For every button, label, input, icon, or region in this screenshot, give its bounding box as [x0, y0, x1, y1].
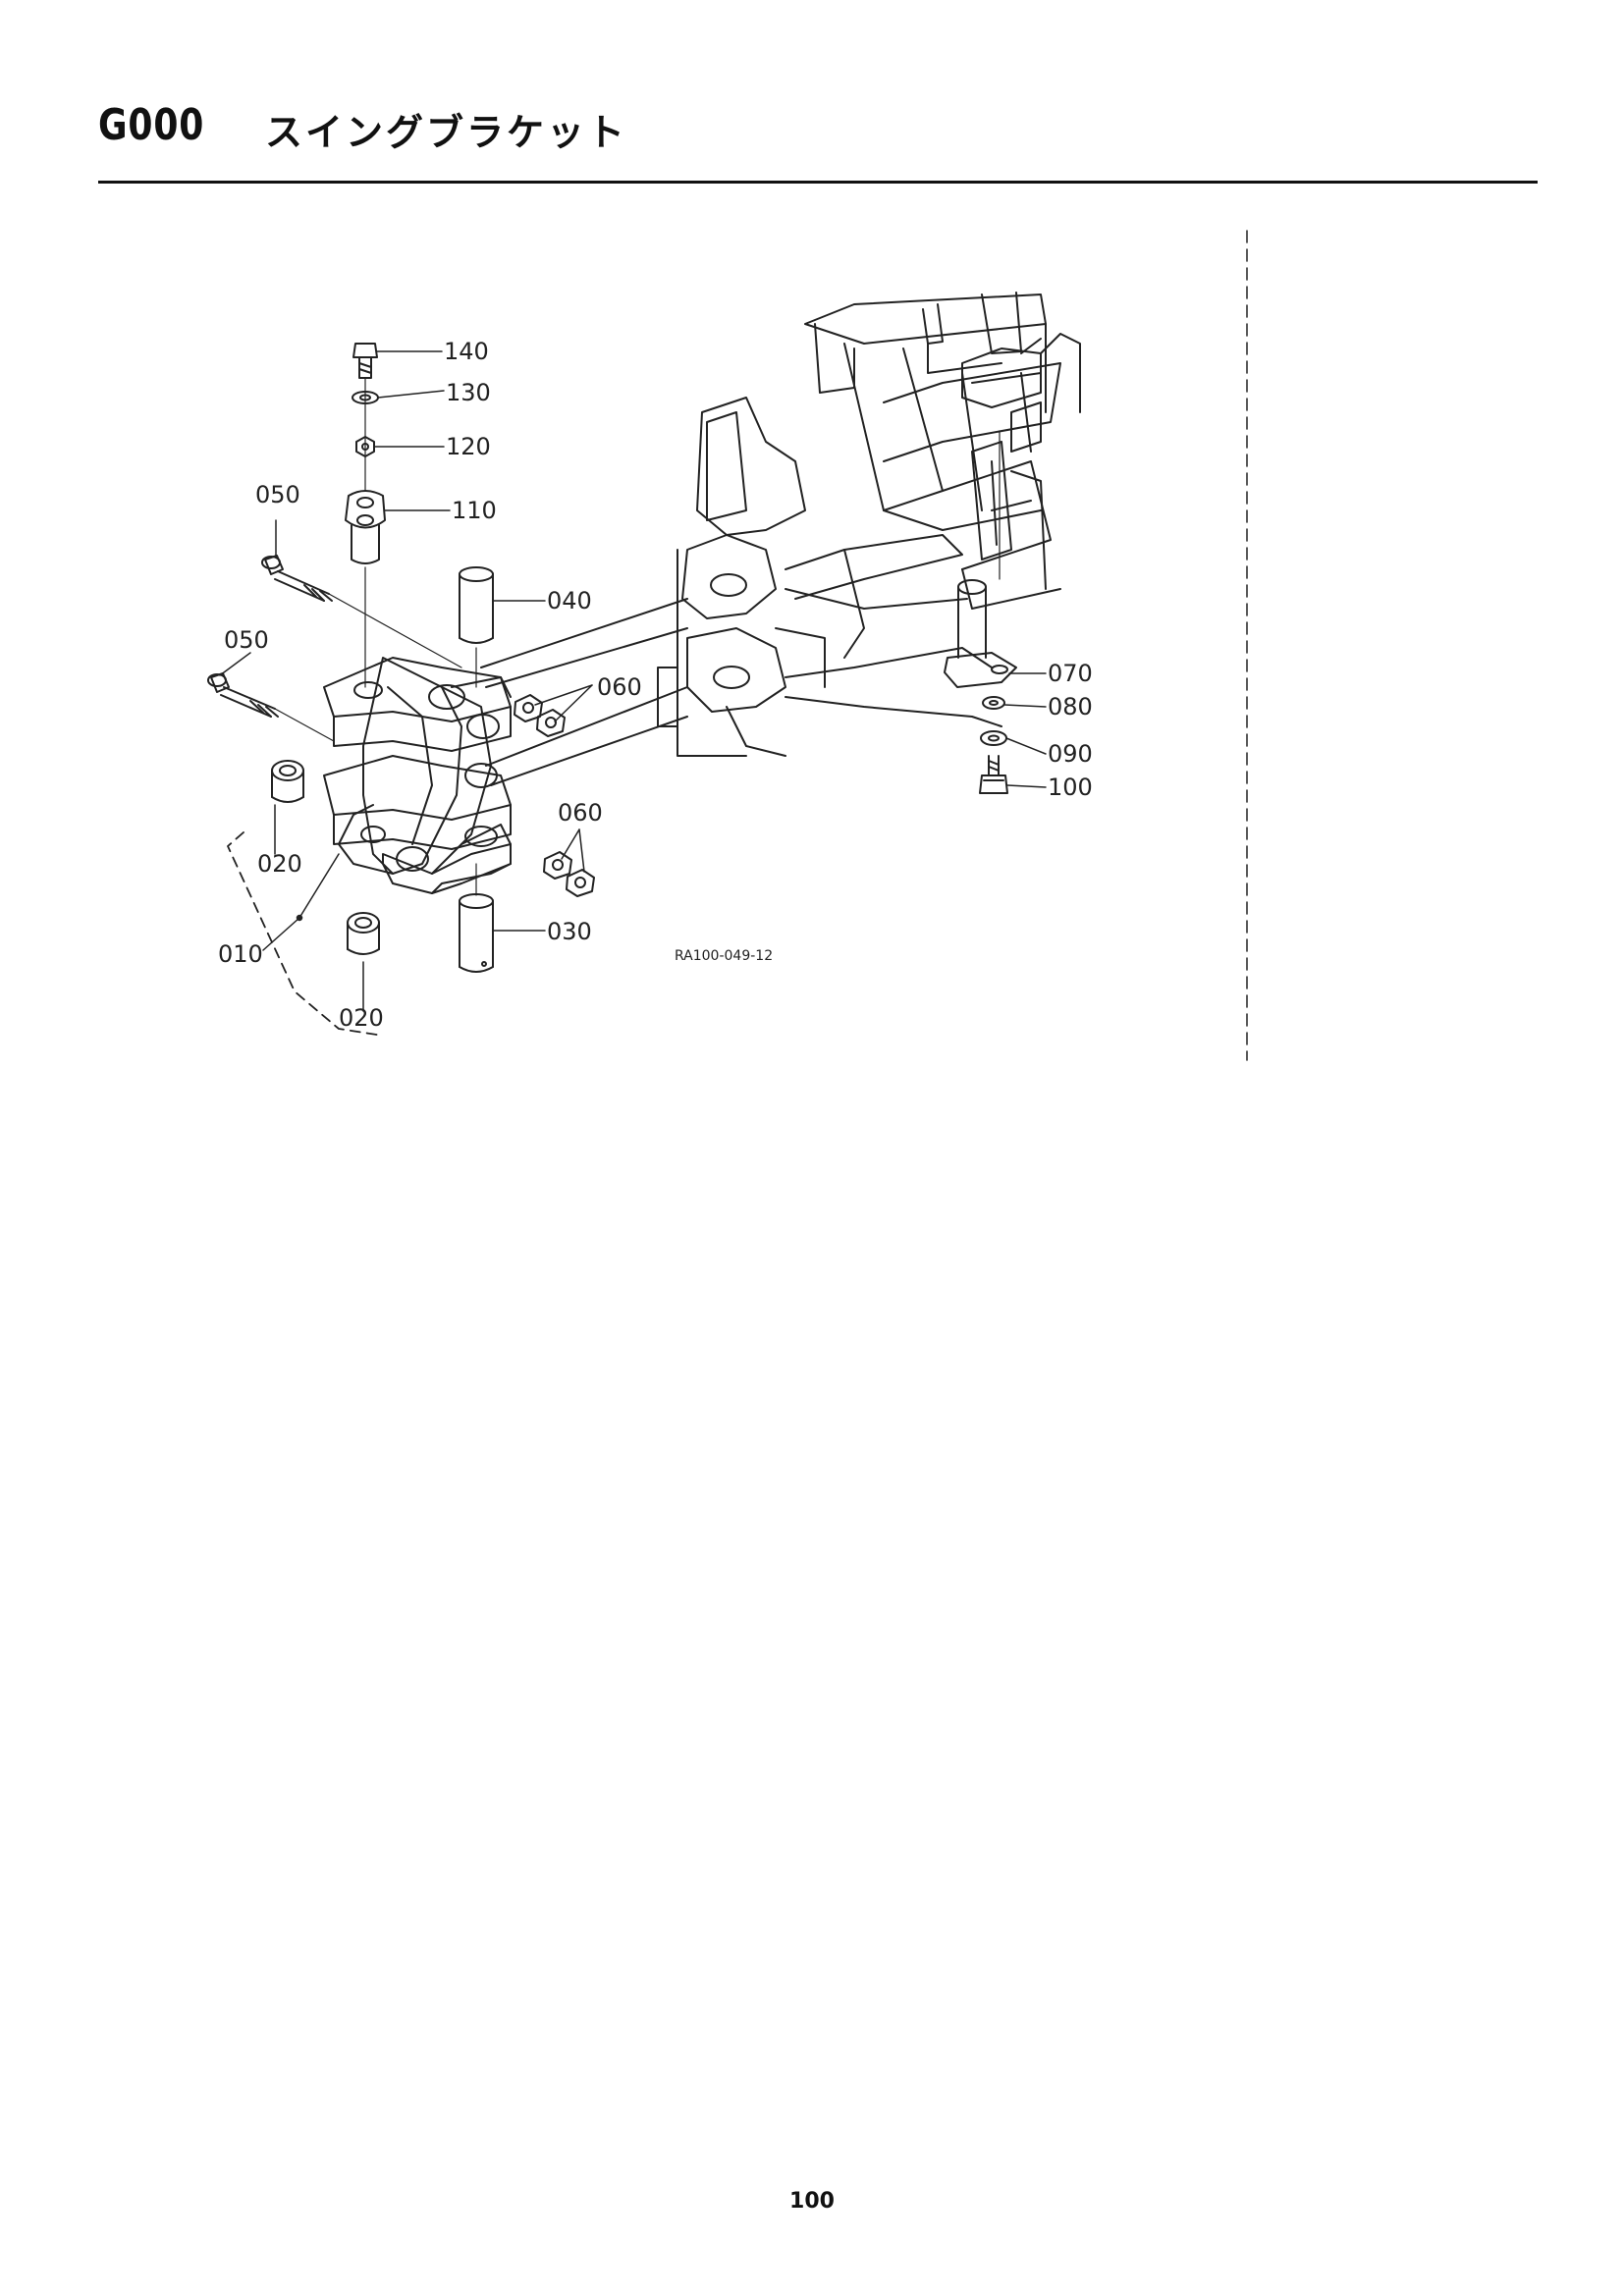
- lockwasher-090: [980, 730, 1007, 746]
- bolt-050-upper: [261, 555, 462, 668]
- callout-060-lower: 060: [558, 799, 603, 827]
- dashed-group-line: [227, 831, 384, 1037]
- callout-040: 040: [547, 587, 592, 614]
- callout-labels: 140 130 120 110 050 040 050 060 060 020 …: [218, 338, 1093, 1032]
- header-rule: [98, 181, 1538, 184]
- exploded-parts-diagram: 140 130 120 110 050 040 050 060 060 020 …: [0, 0, 1624, 1080]
- pin-070: [944, 431, 1017, 688]
- callout-020-upper: 020: [257, 850, 302, 878]
- callout-090: 090: [1048, 740, 1093, 768]
- bolt-140: [352, 343, 378, 379]
- swing-bracket-010: [323, 657, 512, 894]
- bolt-100: [979, 755, 1008, 794]
- callout-010: 010: [218, 940, 263, 968]
- nuts-060-upper: [514, 694, 566, 737]
- section-code: G000: [98, 100, 205, 150]
- bushing-020-lower: [347, 912, 380, 955]
- callout-120: 120: [446, 433, 491, 460]
- bracket-110: [345, 377, 386, 688]
- section-title: スイングブラケット: [265, 111, 628, 154]
- callout-050-upper: 050: [255, 481, 300, 508]
- page-number: 100: [789, 2189, 835, 2214]
- parts-drawing: 140 130 120 110 050 040 050 060 060 020 …: [207, 230, 1248, 1061]
- callout-130: 130: [446, 379, 491, 406]
- callout-070: 070: [1048, 660, 1093, 687]
- callout-080: 080: [1048, 693, 1093, 721]
- leader-lines: [219, 350, 1047, 1012]
- callout-100: 100: [1048, 774, 1093, 801]
- callout-050-lower: 050: [224, 626, 269, 654]
- right-hanger-bracket: [961, 347, 1047, 590]
- link-rods: [480, 598, 688, 786]
- bushing-020-upper: [271, 760, 304, 803]
- boom-arms: [657, 397, 1002, 757]
- nuts-060-lower: [543, 851, 595, 897]
- pin-040: [459, 566, 494, 688]
- pin-030: [459, 863, 494, 973]
- callout-060-upper: 060: [597, 673, 642, 701]
- drawing-reference-code: RA100-049-12: [675, 948, 773, 964]
- bolt-050-lower: [207, 672, 335, 742]
- page-header: G000 スイングブラケット: [98, 98, 1538, 187]
- callout-020-lower: 020: [339, 1004, 384, 1032]
- washer-080: [982, 696, 1005, 710]
- callout-030: 030: [547, 918, 592, 945]
- callout-140: 140: [444, 338, 489, 365]
- callout-110: 110: [452, 497, 497, 524]
